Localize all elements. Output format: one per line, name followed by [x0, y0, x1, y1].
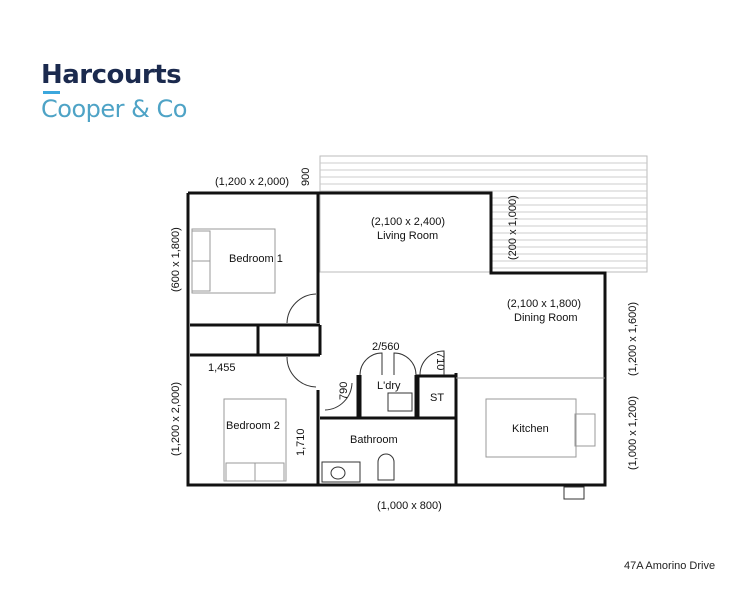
property-address: 47A Amorino Drive — [624, 560, 716, 572]
doors — [286, 293, 445, 411]
brand-name: Harcourts — [41, 60, 182, 90]
dim-bath-bottom: (1,000 x 800) — [377, 500, 442, 512]
room-living: Living Room — [377, 230, 438, 242]
dim-bed1-top: (1,200 x 2,000) — [215, 176, 289, 188]
dim-living-right: (200 x 1,000) — [507, 195, 519, 260]
room-bathroom: Bathroom — [350, 434, 398, 446]
room-laundry: L'dry — [377, 380, 401, 392]
dim-laundry-door: 2/560 — [372, 341, 400, 353]
room-kitchen: Kitchen — [512, 423, 549, 435]
room-storage: ST — [430, 392, 444, 404]
room-bedroom1: Bedroom 1 — [229, 253, 283, 265]
dim-bed1-left: (600 x 1,800) — [170, 227, 182, 292]
bathroom-fixtures — [321, 392, 585, 500]
brand-office: Cooper & Co — [41, 95, 187, 123]
harcourts-logo: Harcourts Cooper & Co — [41, 60, 187, 124]
room-bedroom2: Bedroom 2 — [226, 420, 280, 432]
bed-2 — [223, 398, 287, 482]
dim-1455: 1,455 — [208, 362, 236, 374]
dining-size: (2,100 x 1,800) — [507, 298, 581, 310]
bed-1 — [191, 228, 276, 294]
brand-accent-bar — [43, 91, 60, 94]
dim-kitchen-right: (1,000 x 1,200) — [627, 396, 639, 470]
deck — [319, 155, 648, 273]
kitchen-units — [456, 377, 605, 458]
dim-900: 900 — [300, 168, 312, 186]
dim-dining-right: (1,200 x 1,600) — [627, 302, 639, 376]
dim-bed2-left: (1,200 x 2,000) — [170, 382, 182, 456]
dim-1710: 1,710 — [295, 428, 307, 456]
room-dining: Dining Room — [514, 312, 578, 324]
walls — [186, 191, 607, 487]
dim-710: 710 — [434, 352, 446, 370]
dim-790: 790 — [338, 382, 350, 400]
living-size: (2,100 x 2,400) — [371, 216, 445, 228]
